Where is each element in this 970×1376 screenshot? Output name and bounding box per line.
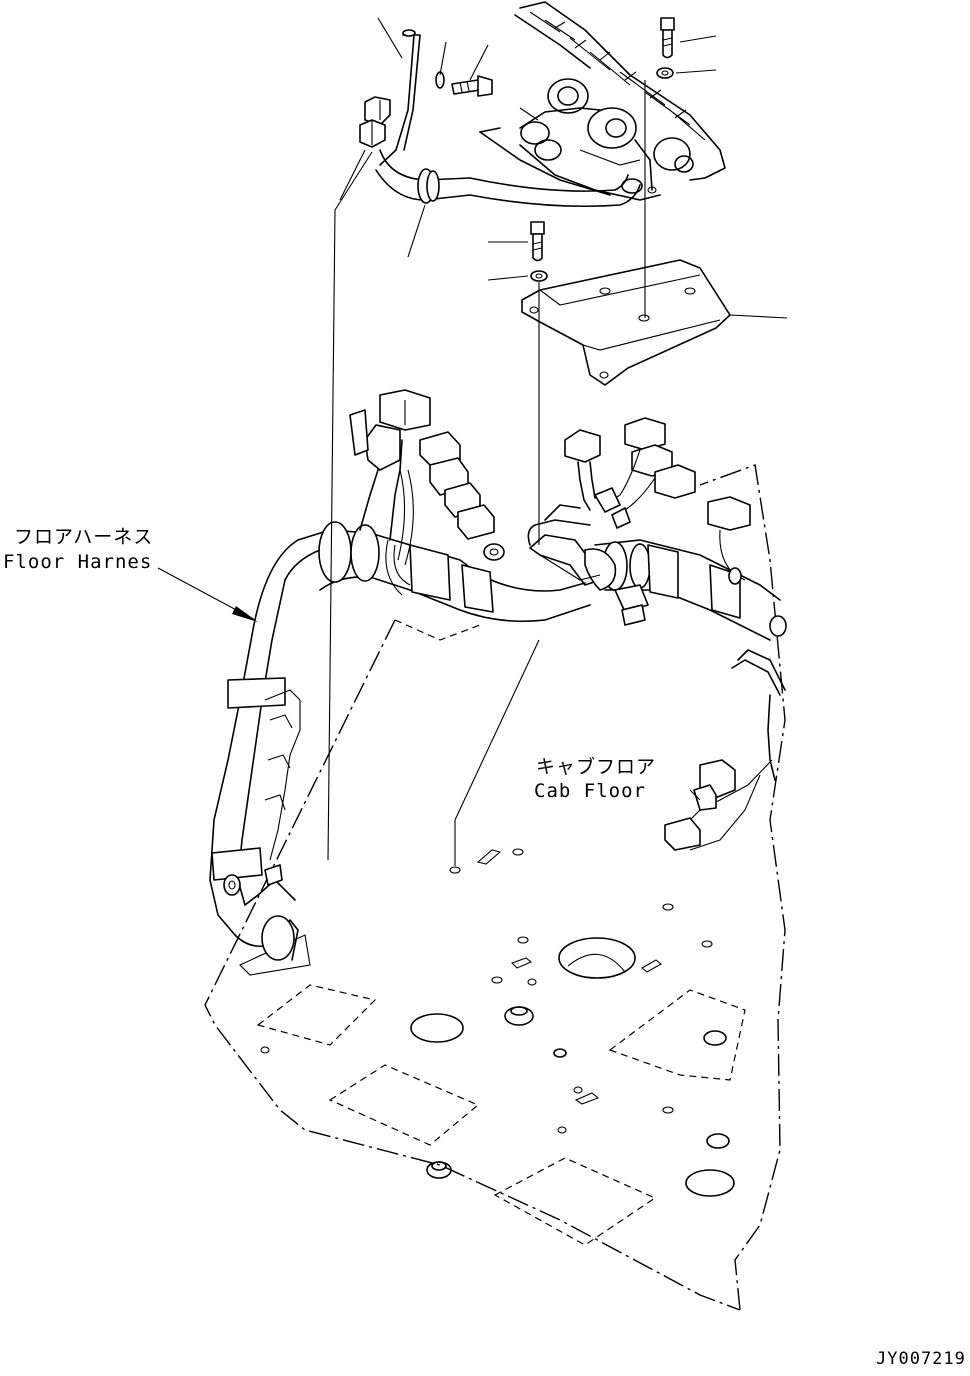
upper-harness (359, 29, 641, 208)
floor-harness-label-en: Floor Harnes (3, 551, 153, 573)
bracket-plate (521, 259, 731, 386)
cab-floor-plate (204, 464, 786, 1311)
leader-lines (157, 17, 788, 866)
drawing-code: JY007219 (876, 1349, 966, 1369)
cab-floor-label-jp: キャブフロア (536, 756, 657, 778)
bolts-and-washers (435, 17, 675, 282)
floor-harness-label-jp: フロアハーネス (14, 526, 154, 548)
pedal-valve-assembly (479, 1, 726, 201)
main-floor-harness (209, 389, 787, 961)
cab-floor-label-en: Cab Floor (534, 780, 646, 802)
